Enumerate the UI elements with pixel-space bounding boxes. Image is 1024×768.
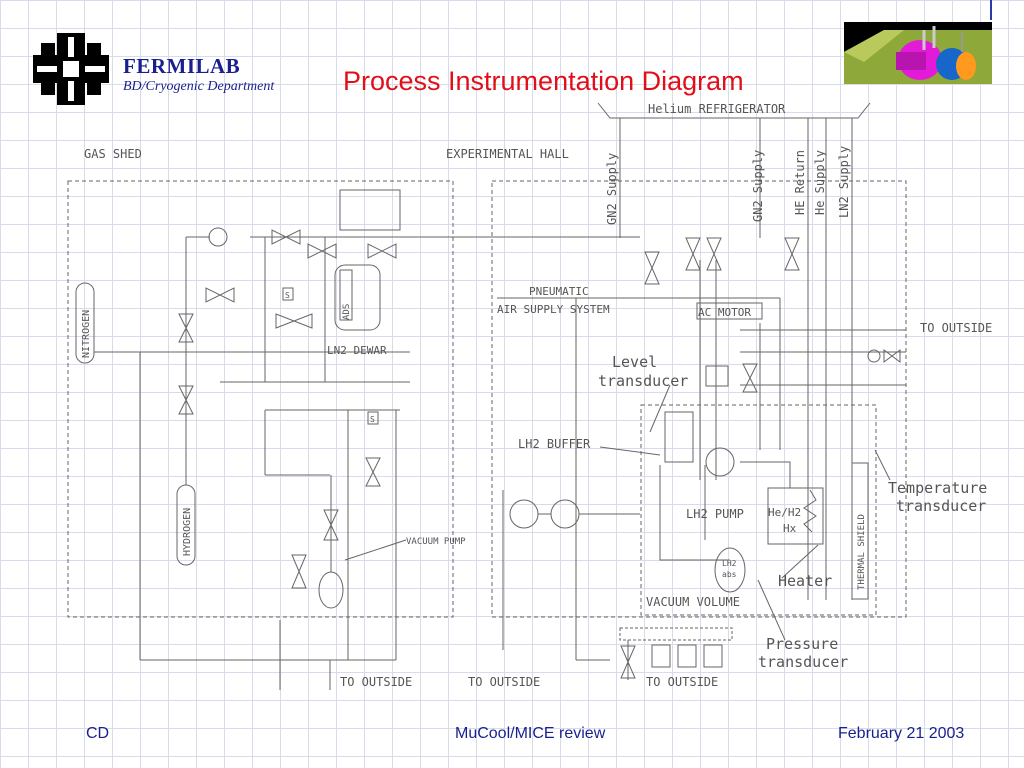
ln2-dewar-label: LN2 DEWAR bbox=[327, 344, 387, 357]
refrigerator-label: Helium REFRIGERATOR bbox=[648, 102, 786, 116]
org-name: FERMILAB bbox=[123, 54, 241, 78]
level-transducer-label: transducer bbox=[598, 372, 688, 390]
nitrogen-label: NITROGEN bbox=[81, 310, 92, 358]
vacuum-volume-label: VACUUM VOLUME bbox=[646, 595, 740, 609]
supply-line-label: GN2 Supply bbox=[751, 150, 765, 222]
decorative-bar bbox=[990, 0, 992, 20]
vacuum-pump-label: VACUUM PUMP bbox=[406, 537, 466, 547]
heater-label: Heater bbox=[778, 572, 832, 590]
valve-s-label: S bbox=[370, 415, 375, 424]
footer-center: MuCool/MICE review bbox=[455, 725, 606, 742]
ads-label: ADS bbox=[342, 304, 352, 320]
ac-motor-label: AC MOTOR bbox=[698, 306, 751, 319]
supply-line-label: He Supply bbox=[813, 150, 827, 215]
experimental-hall-label: EXPERIMENTAL HALL bbox=[446, 147, 569, 161]
footer-right: February 21 2003 bbox=[838, 725, 965, 742]
to-outside-label: TO OUTSIDE bbox=[468, 675, 540, 689]
cooling-channel-render-icon bbox=[844, 22, 992, 84]
heat-exchanger-label: Hx bbox=[783, 522, 797, 535]
pressure-transducer-label: transducer bbox=[758, 653, 848, 671]
temperature-transducer-label: Temperature bbox=[888, 479, 987, 497]
footer-left: CD bbox=[86, 725, 110, 742]
to-outside-label: TO OUTSIDE bbox=[340, 675, 412, 689]
level-transducer-label: Level bbox=[612, 353, 657, 371]
to-outside-label: TO OUTSIDE bbox=[646, 675, 718, 689]
supply-line-label: HE Return bbox=[793, 150, 807, 215]
to-outside-label: TO OUTSIDE bbox=[920, 321, 992, 335]
lh2-absorber-label: abs bbox=[722, 570, 737, 579]
gas-shed-label: GAS SHED bbox=[84, 147, 142, 161]
fermilab-logo-icon bbox=[33, 33, 109, 105]
department-name: BD/Cryogenic Department bbox=[123, 79, 275, 94]
lh2-pump-label: LH2 PUMP bbox=[686, 507, 744, 521]
hydrogen-label: HYDROGEN bbox=[182, 508, 193, 556]
heat-exchanger-label: He/H2 bbox=[768, 506, 801, 519]
air-supply-label: AIR SUPPLY SYSTEM bbox=[497, 303, 610, 316]
temperature-transducer-label: transducer bbox=[896, 497, 986, 515]
slide-title: Process Instrumentation Diagram bbox=[343, 66, 744, 96]
lh2-absorber-label: LH2 bbox=[722, 559, 737, 568]
pressure-transducer-label: Pressure bbox=[766, 635, 838, 653]
lh2-buffer-label: LH2 BUFFER bbox=[518, 437, 591, 451]
supply-line-label: LN2 Supply bbox=[837, 146, 851, 218]
thermal-shield-label: THERMAL SHIELD bbox=[857, 514, 867, 590]
valve-s-label: S bbox=[285, 291, 290, 300]
pneumatic-label: PNEUMATIC bbox=[529, 285, 589, 298]
supply-line-label: GN2 Supply bbox=[605, 153, 619, 225]
